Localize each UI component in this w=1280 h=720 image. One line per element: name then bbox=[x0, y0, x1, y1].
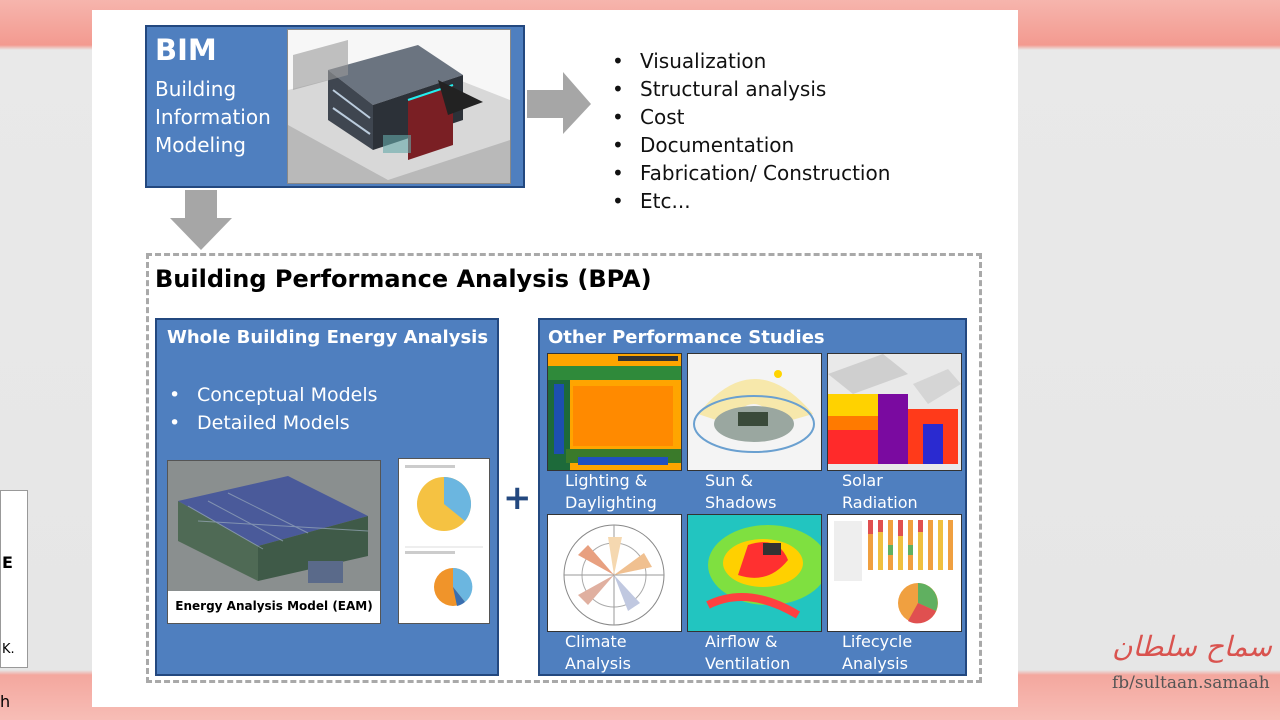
energy-analysis-model-card: Energy Analysis Model (EAM) bbox=[167, 460, 381, 624]
use-item: Structural analysis bbox=[612, 76, 890, 104]
whole-building-energy-panel: Whole Building Energy Analysis Conceptua… bbox=[155, 318, 499, 676]
solar-radiation-image bbox=[827, 353, 962, 471]
study-caption-climate-2: Analysis bbox=[565, 654, 631, 673]
left-edge-letter-h: h bbox=[0, 692, 11, 711]
sun-shadows-image bbox=[687, 353, 822, 471]
airflow-ventilation-image bbox=[687, 514, 822, 632]
use-item: Cost bbox=[612, 104, 890, 132]
study-caption-lifecycle-1: Lifecycle bbox=[842, 632, 913, 651]
bim-title: BIM bbox=[155, 33, 217, 67]
study-caption-lighting-2: Daylighting bbox=[565, 493, 657, 512]
study-caption-sun-2: Shadows bbox=[705, 493, 777, 512]
left-edge-letter-e: E bbox=[2, 553, 13, 572]
bim-building-model-image bbox=[287, 29, 511, 184]
energy-analysis-model-caption: Energy Analysis Model (EAM) bbox=[175, 599, 373, 613]
use-item: Etc... bbox=[612, 188, 890, 216]
lifecycle-analysis-image bbox=[827, 514, 962, 632]
study-caption-solar-1: Solar bbox=[842, 471, 883, 490]
watermark-name: سماح سلطان bbox=[1112, 630, 1272, 663]
use-item: Documentation bbox=[612, 132, 890, 160]
energy-model-item: Detailed Models bbox=[169, 410, 378, 438]
other-performance-studies-title: Other Performance Studies bbox=[548, 327, 825, 348]
arrow-down-icon bbox=[170, 190, 232, 250]
energy-results-report-image bbox=[398, 458, 490, 624]
use-item: Visualization bbox=[612, 48, 890, 76]
bim-line-building: Building bbox=[155, 77, 237, 101]
left-edge-letter-k: K. bbox=[2, 642, 15, 657]
energy-model-list: Conceptual Models Detailed Models bbox=[169, 382, 378, 438]
other-performance-studies-panel: Other Performance Studies bbox=[538, 318, 967, 676]
study-caption-airflow-2: Ventilation bbox=[705, 654, 791, 673]
bim-box: BIM Building Information Modeling bbox=[145, 25, 525, 188]
energy-analysis-model-image bbox=[168, 461, 380, 591]
bim-line-information: Information bbox=[155, 105, 271, 129]
study-caption-lifecycle-2: Analysis bbox=[842, 654, 908, 673]
plus-icon: + bbox=[503, 478, 532, 518]
bim-line-modeling: Modeling bbox=[155, 133, 246, 157]
study-caption-airflow-1: Airflow & bbox=[705, 632, 778, 651]
energy-model-item: Conceptual Models bbox=[169, 382, 377, 410]
use-item: Fabrication/ Construction bbox=[612, 160, 890, 188]
study-caption-sun-1: Sun & bbox=[705, 471, 753, 490]
study-caption-climate-1: Climate bbox=[565, 632, 627, 651]
arrow-right-icon bbox=[527, 72, 591, 134]
bpa-dashed-frame bbox=[146, 253, 982, 683]
study-caption-solar-2: Radiation bbox=[842, 493, 918, 512]
climate-analysis-image bbox=[547, 514, 682, 632]
bim-uses-list: Visualization Structural analysis Cost D… bbox=[612, 48, 890, 216]
study-caption-lighting-1: Lighting & bbox=[565, 471, 648, 490]
watermark-facebook-handle: fb/sultaan.samaah bbox=[1112, 673, 1270, 693]
left-edge-card bbox=[0, 490, 28, 668]
whole-building-energy-title: Whole Building Energy Analysis bbox=[167, 327, 489, 348]
bpa-title: Building Performance Analysis (BPA) bbox=[155, 265, 652, 293]
lighting-daylighting-image bbox=[547, 353, 682, 471]
